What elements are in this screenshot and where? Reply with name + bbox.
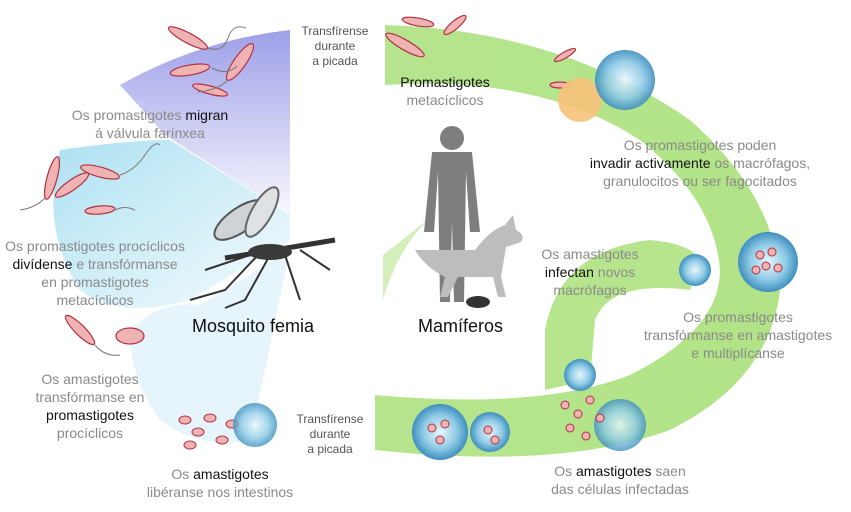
mosquito-icon <box>189 186 336 309</box>
vector-title: Mosquito femia <box>192 316 315 336</box>
label-bold: amastigotes <box>193 466 269 482</box>
rodent-silhouette-icon <box>466 296 490 308</box>
stage-band-midgut <box>53 140 291 308</box>
transfer-line: durante <box>309 427 351 441</box>
label-text: Os amastigotes <box>41 371 139 387</box>
promastigote-icon <box>385 14 577 89</box>
human-silhouette-icon <box>424 126 480 302</box>
stage-band-intestine <box>130 250 290 443</box>
amastigote-icon <box>178 413 239 450</box>
stage-band-mammal <box>375 25 780 457</box>
transfer-line: Transfírense <box>301 24 369 38</box>
stage-label-migrate: Os promastigotes migran á válvula farínx… <box>40 106 260 142</box>
label-text: granulocitos ou ser fagocitados <box>603 173 797 189</box>
stage-label-infect: Os amastigotes infectan novos macrófagos <box>515 245 665 299</box>
label-bold: promastigotes <box>46 407 134 423</box>
transfer-label-bottom: Transfírense durante a picada <box>285 412 375 457</box>
transfer-line: Transfírense <box>296 412 364 426</box>
label-text: Os <box>554 463 577 479</box>
label-text: Os promastigotes procíclicos <box>5 238 185 254</box>
label-text: e multiplícanse <box>691 345 785 361</box>
label-bold: invadir activamente <box>589 155 711 171</box>
label-text: e transfórmanse <box>72 256 178 272</box>
stage-label-multiply: Os promastigotes transfórmanse en amasti… <box>628 308 848 362</box>
label-bold: divídense <box>12 256 73 272</box>
promastigote-icon <box>43 156 120 215</box>
stage-label-procyclic: Os promastigotes procíclicos divídense e… <box>0 237 190 309</box>
label-bold: amastigotes <box>576 463 652 479</box>
stage-label-released: Os amastigotes libéranse nos intestinos <box>120 465 320 501</box>
transfer-line: durante <box>314 39 356 53</box>
label-text: transfórmanse en <box>35 389 145 405</box>
amastigote-icon <box>427 247 783 445</box>
stage-label-metacyclic: Promastigotes metacíclicos <box>365 73 525 109</box>
label-text: Os amastigotes <box>541 246 639 262</box>
stage-label-invade: Os promastigotes poden invadir activamen… <box>560 136 840 190</box>
macrophage-icon <box>233 403 277 447</box>
label-text: das células infectadas <box>551 481 689 497</box>
transfer-label-top: Transfírense durante a picada <box>290 24 380 69</box>
host-title: Mamíferos <box>418 316 504 336</box>
label-text: os macrófagos, <box>710 155 811 171</box>
stage-label-amastigote-transform: Os amastigotes transfórmanse en promasti… <box>10 370 170 442</box>
label-text: metacíclicos <box>406 92 484 108</box>
label-text: libéranse nos intestinos <box>146 484 294 500</box>
transfer-line: a picada <box>312 54 358 68</box>
label-bold: infectan <box>544 264 594 280</box>
label-text: transfórmanse en amastigotes <box>643 327 833 343</box>
stage-band-transfer <box>383 210 440 300</box>
label-text: metacíclicos <box>56 292 134 308</box>
label-text: Os promastigotes poden <box>623 137 777 153</box>
granulocyte-icon <box>558 78 602 122</box>
promastigote-icon <box>64 314 145 346</box>
stage-label-exit: Os amastigotes saen das células infectad… <box>530 462 710 498</box>
label-text: saen <box>651 463 686 479</box>
stage-band-reinfection <box>545 240 700 390</box>
label-text: novos <box>593 264 636 280</box>
label-text: procíclicos <box>56 425 124 441</box>
label-text: Os <box>171 466 194 482</box>
label-text: á válvula farínxea <box>95 125 205 141</box>
label-text: Os promastigotes <box>71 107 186 123</box>
label-text: Os promastigotes <box>683 309 793 325</box>
dog-silhouette-icon <box>415 215 523 297</box>
transfer-line: a picada <box>307 442 353 456</box>
label-bold: migran <box>185 107 229 123</box>
stage-band-migration <box>120 30 290 215</box>
label-text: en promastigotes <box>41 274 149 290</box>
label-text: macrófagos <box>553 282 627 298</box>
label-bold: Promastigotes <box>400 74 490 90</box>
